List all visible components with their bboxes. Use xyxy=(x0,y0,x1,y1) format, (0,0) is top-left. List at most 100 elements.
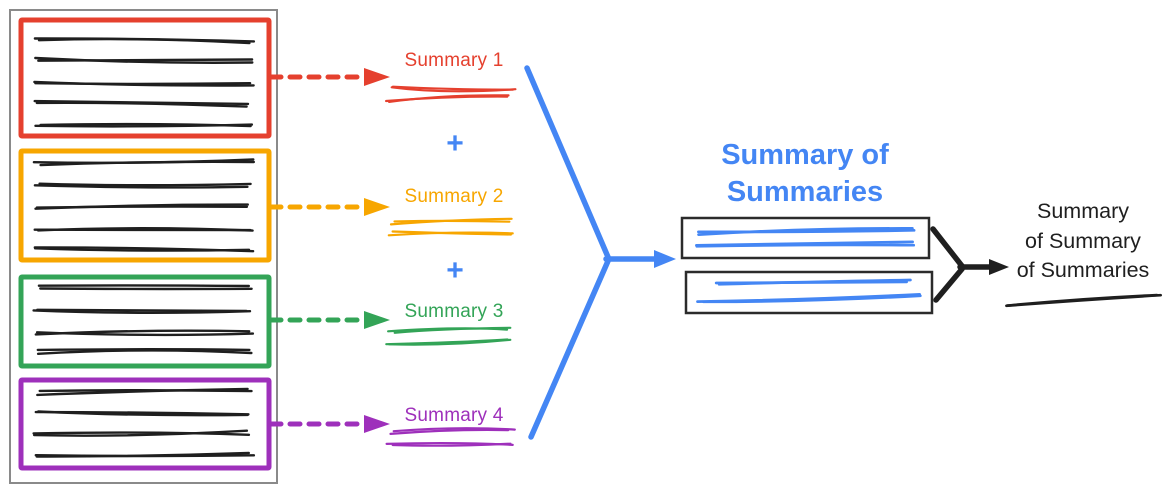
document-text-scribble xyxy=(34,122,254,128)
scribble-stroke xyxy=(392,427,516,433)
dashed-arrow-3-head xyxy=(364,311,390,329)
scribble-stroke xyxy=(714,280,908,285)
document-text-scribble xyxy=(33,37,256,45)
scribble-stroke xyxy=(695,240,914,247)
scribble-stroke xyxy=(36,308,248,313)
document-text-scribble xyxy=(32,429,251,437)
sos-box2-scribble xyxy=(714,278,912,286)
scribble-stroke xyxy=(37,37,251,45)
summary-3-scribble xyxy=(387,326,512,334)
document-box-1 xyxy=(18,17,272,139)
scribble-stroke xyxy=(702,294,922,304)
document-text-scribble xyxy=(34,329,255,337)
scribble-stroke xyxy=(391,85,514,91)
scribble-stroke xyxy=(37,284,250,288)
summary-of-summaries-title-line2: Summaries xyxy=(726,176,884,208)
summary-4-scribble xyxy=(389,427,516,435)
scribble-stroke xyxy=(389,217,513,226)
scribble-stroke xyxy=(387,327,509,333)
final-summary-label-line3: of Summaries xyxy=(1016,258,1150,282)
scribble-stroke xyxy=(385,338,509,346)
scribble-stroke xyxy=(37,58,254,62)
scribble-stroke xyxy=(393,219,511,223)
sos-box1-scribble xyxy=(695,240,916,248)
scribble-stroke xyxy=(697,227,914,236)
document-text-scribble xyxy=(34,451,256,458)
dashed-arrow-2-head xyxy=(364,198,390,216)
sos-box2-scribble xyxy=(696,292,922,304)
scribble-stroke xyxy=(36,349,253,355)
summary-of-summaries-box-1 xyxy=(680,216,931,260)
document-text-scribble xyxy=(33,99,250,108)
document-text-scribble xyxy=(37,284,253,291)
summary-1-label: Summary 1 xyxy=(404,50,504,71)
scribble-stroke xyxy=(385,95,509,103)
scribble-stroke xyxy=(717,278,912,286)
blue-converge-line-top xyxy=(524,65,611,260)
final-summary-scribble xyxy=(1005,293,1163,308)
scribble-stroke xyxy=(39,122,252,128)
dashed-arrow-4-head xyxy=(364,415,390,433)
scribble-stroke xyxy=(1005,293,1163,308)
scribble-stroke xyxy=(35,205,249,209)
summary-1-scribble xyxy=(390,85,517,93)
scribble-stroke xyxy=(37,227,254,232)
summary-1-scribble xyxy=(385,94,510,103)
scribble-stroke xyxy=(390,86,517,93)
scribble-stroke xyxy=(388,94,510,103)
scribble-stroke xyxy=(393,326,512,334)
blue-arrow-head xyxy=(654,250,676,268)
document-text-scribble xyxy=(36,387,253,397)
document-text-scribble xyxy=(32,308,252,315)
scribble-stroke xyxy=(389,428,510,435)
document-text-scribble xyxy=(33,227,254,232)
final-summary-label-line1: Summary xyxy=(1037,199,1129,223)
document-text-scribble xyxy=(34,56,254,64)
document-text-scribble xyxy=(33,182,252,189)
source-documents-container xyxy=(9,9,278,484)
plus-sign-2: + xyxy=(446,254,464,287)
document-text-scribble xyxy=(36,348,253,355)
scribble-stroke xyxy=(32,431,251,436)
scribble-stroke xyxy=(33,99,250,106)
summary-of-summaries-title: Summary of Summaries xyxy=(677,137,933,211)
scribble-stroke xyxy=(387,231,514,237)
summary-2-label: Summary 2 xyxy=(404,186,504,207)
scribble-stroke xyxy=(697,228,916,234)
dashed-arrow-1-head xyxy=(364,68,390,86)
scribble-stroke xyxy=(34,82,252,86)
document-text-scribble xyxy=(34,410,250,417)
summary-2-scribble xyxy=(387,230,514,237)
scribble-stroke xyxy=(35,331,255,337)
summary-3-scribble xyxy=(385,338,512,346)
document-box-3 xyxy=(18,274,272,369)
scribble-stroke xyxy=(34,56,254,64)
sos-box1-scribble xyxy=(697,227,916,236)
scribble-stroke xyxy=(34,123,254,128)
document-text-scribble xyxy=(34,203,249,210)
scribble-stroke xyxy=(33,246,255,253)
summary-2-scribble xyxy=(389,217,513,226)
summary-of-summaries-box-2 xyxy=(684,270,934,315)
black-converge-line-bottom xyxy=(933,266,965,303)
scribble-stroke xyxy=(34,410,250,416)
scribble-stroke xyxy=(385,441,514,446)
scribble-stroke xyxy=(695,243,916,248)
scribble-stroke xyxy=(35,451,250,458)
scribble-stroke xyxy=(38,182,252,187)
black-converge-line-top xyxy=(930,226,965,269)
scribble-stroke xyxy=(36,348,251,352)
scribble-stroke xyxy=(32,158,255,164)
scribble-stroke xyxy=(33,429,249,437)
document-text-scribble xyxy=(33,246,255,253)
scribble-stroke xyxy=(35,101,248,108)
scribble-stroke xyxy=(36,387,249,397)
scribble-stroke xyxy=(32,309,252,315)
scribble-stroke xyxy=(33,247,251,252)
summary-3-label: Summary 3 xyxy=(404,301,504,322)
blue-converge-line-bottom xyxy=(528,258,611,440)
scribble-stroke xyxy=(34,454,256,458)
scribble-stroke xyxy=(33,80,255,87)
